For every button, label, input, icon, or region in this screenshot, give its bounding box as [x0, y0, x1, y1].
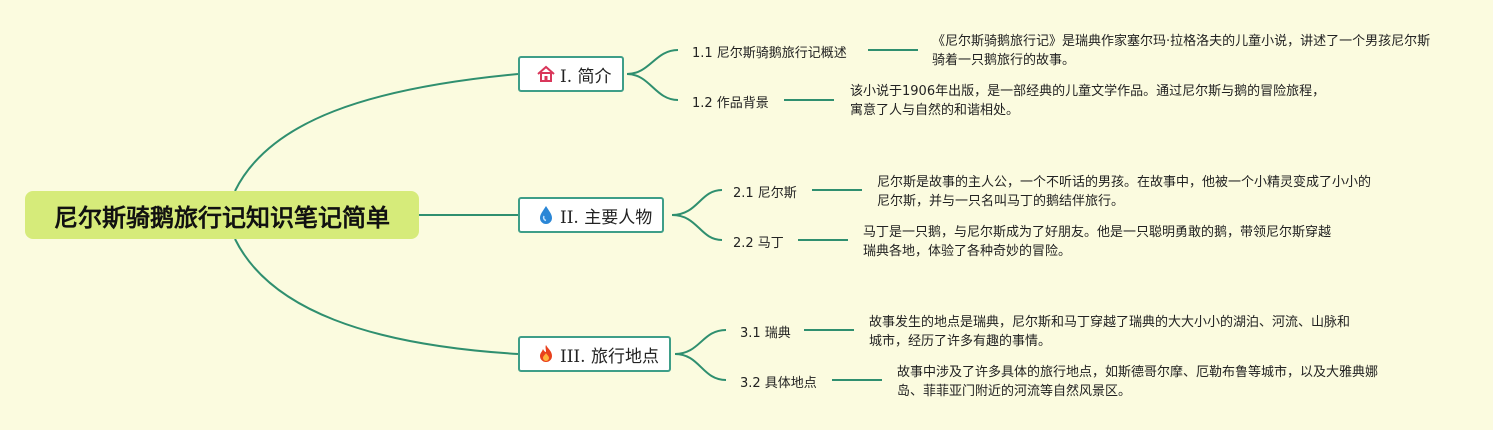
fire-icon — [536, 344, 556, 364]
branch-topic-places[interactable]: III. 旅行地点 — [518, 336, 671, 372]
connector-root-branch-1 — [234, 73, 519, 192]
subtopic-3-2[interactable]: 3.2 具体地点 — [740, 376, 817, 391]
description-3-2[interactable]: 故事中涉及了许多具体的旅行地点，如斯德哥尔摩、厄勒布鲁等城市，以及大雅典娜岛、菲… — [897, 365, 1379, 399]
connector-branch3-sub2 — [674, 353, 727, 381]
connector-branch1-sub2 — [626, 73, 679, 101]
connector-branch3-sub1 — [674, 329, 727, 355]
description-1-1[interactable]: 《尼尔斯骑鹅旅行记》是瑞典作家塞尔玛·拉格洛夫的儿童小说，讲述了一个男孩尼尔斯骑… — [932, 34, 1431, 68]
root-title: 尼尔斯骑鹅旅行记知识笔记简单 — [54, 203, 390, 232]
description-3-1[interactable]: 故事发生的地点是瑞典，尼尔斯和马丁穿越了瑞典的大大小小的湖泊、河流、山脉和城市，… — [869, 315, 1351, 349]
branch-label: I. 简介 — [560, 66, 612, 87]
subtopic-3-1[interactable]: 3.1 瑞典 — [740, 326, 791, 341]
subtopic-2-1[interactable]: 2.1 尼尔斯 — [733, 186, 797, 201]
root-topic[interactable]: 尼尔斯骑鹅旅行记知识笔记简单 — [25, 191, 419, 239]
description-2-1[interactable]: 尼尔斯是故事的主人公，一个不听话的男孩。在故事中，他被一个小精灵变成了小小的尼尔… — [877, 175, 1372, 209]
branch-topic-characters[interactable]: II. 主要人物 — [518, 197, 665, 233]
connector-branch2-sub2 — [671, 214, 723, 241]
connector-branch2-sub1 — [671, 189, 723, 216]
house-icon — [536, 64, 556, 84]
subtopic-1-1[interactable]: 1.1 尼尔斯骑鹅旅行记概述 — [692, 46, 847, 61]
branch-topic-intro[interactable]: I. 简介 — [518, 56, 624, 92]
subtopic-2-2[interactable]: 2.2 马丁 — [733, 236, 784, 251]
water-drop-icon — [536, 205, 556, 225]
connector-branch1-sub1 — [626, 49, 679, 75]
subtopic-1-2[interactable]: 1.2 作品背景 — [692, 96, 769, 111]
description-1-2[interactable]: 该小说于1906年出版，是一部经典的儿童文学作品。通过尼尔斯与鹅的冒险旅程，寓意… — [850, 84, 1326, 118]
description-2-2[interactable]: 马丁是一只鹅，与尼尔斯成为了好朋友。他是一只聪明勇敢的鹅，带领尼尔斯穿越瑞典各地… — [863, 225, 1332, 259]
connector-root-branch-3 — [234, 238, 519, 355]
branch-label: III. 旅行地点 — [560, 346, 659, 367]
branch-label: II. 主要人物 — [560, 207, 653, 228]
